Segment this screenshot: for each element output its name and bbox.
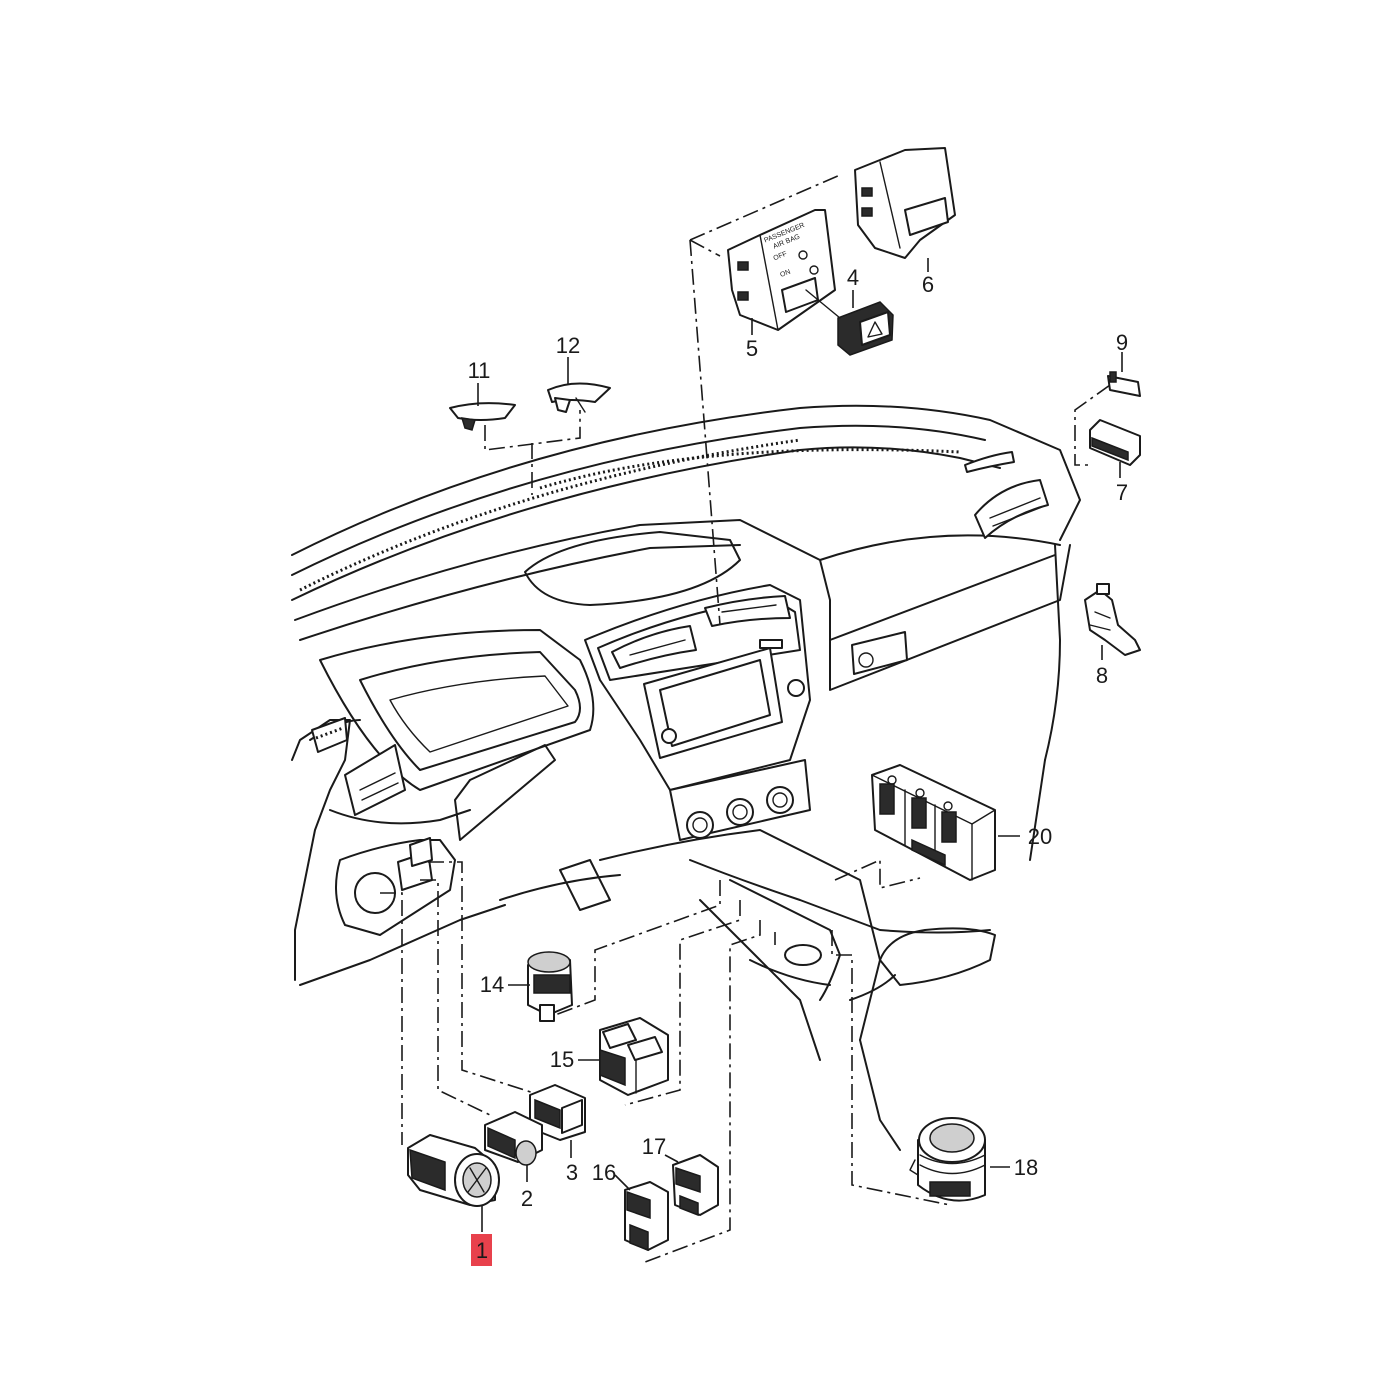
dashboard-outline [291, 404, 1081, 1151]
part-20[interactable] [871, 764, 996, 881]
callout-7[interactable]: 7 [1116, 480, 1128, 505]
callout-9[interactable]: 9 [1116, 330, 1128, 355]
part-12[interactable] [547, 382, 611, 413]
part-17[interactable] [672, 1154, 719, 1217]
part-18[interactable] [909, 1117, 986, 1202]
part-15[interactable] [599, 1017, 669, 1096]
part-16[interactable] [624, 1181, 669, 1252]
part-4[interactable] [805, 289, 894, 356]
part-2[interactable] [484, 1111, 543, 1166]
callout-16[interactable]: 16 [592, 1160, 616, 1185]
airbag-on-icon [809, 265, 819, 275]
panel-text-on: ON [779, 269, 791, 279]
callout-3[interactable]: 3 [566, 1160, 578, 1185]
callout-4[interactable]: 4 [847, 265, 859, 290]
airbag-off-icon [798, 250, 808, 260]
callout-8[interactable]: 8 [1096, 663, 1108, 688]
part-9[interactable] [1107, 371, 1141, 397]
part-6[interactable] [854, 147, 956, 259]
part-14[interactable] [527, 951, 573, 1022]
callout-15[interactable]: 15 [550, 1047, 574, 1072]
callout-18[interactable]: 18 [1014, 1155, 1038, 1180]
callout-labels: 1 2 3 4 5 6 7 8 9 11 12 14 15 16 17 18 2… [468, 265, 1128, 1266]
part-5[interactable]: PASSENGER AIR BAG OFF ON [727, 209, 836, 331]
leader-lines [380, 174, 1111, 1263]
part-11[interactable] [449, 402, 516, 431]
callout-1-highlight [471, 1234, 492, 1266]
part-7[interactable] [1089, 419, 1141, 466]
part-1[interactable] [407, 1134, 500, 1207]
callout-5[interactable]: 5 [746, 336, 758, 361]
callout-12[interactable]: 12 [556, 333, 580, 358]
callout-11[interactable]: 11 [468, 358, 491, 383]
callout-2[interactable]: 2 [521, 1186, 533, 1211]
callout-leaders [477, 258, 1123, 1232]
callout-17[interactable]: 17 [642, 1134, 666, 1159]
callout-1[interactable]: 1 [476, 1238, 488, 1263]
callout-14[interactable]: 14 [480, 972, 504, 997]
panel-text-off: OFF [773, 251, 789, 263]
part-8[interactable] [1084, 583, 1141, 656]
hazard-triangle-icon [867, 321, 883, 338]
callout-6[interactable]: 6 [922, 272, 934, 297]
callout-20[interactable]: 20 [1028, 824, 1052, 849]
